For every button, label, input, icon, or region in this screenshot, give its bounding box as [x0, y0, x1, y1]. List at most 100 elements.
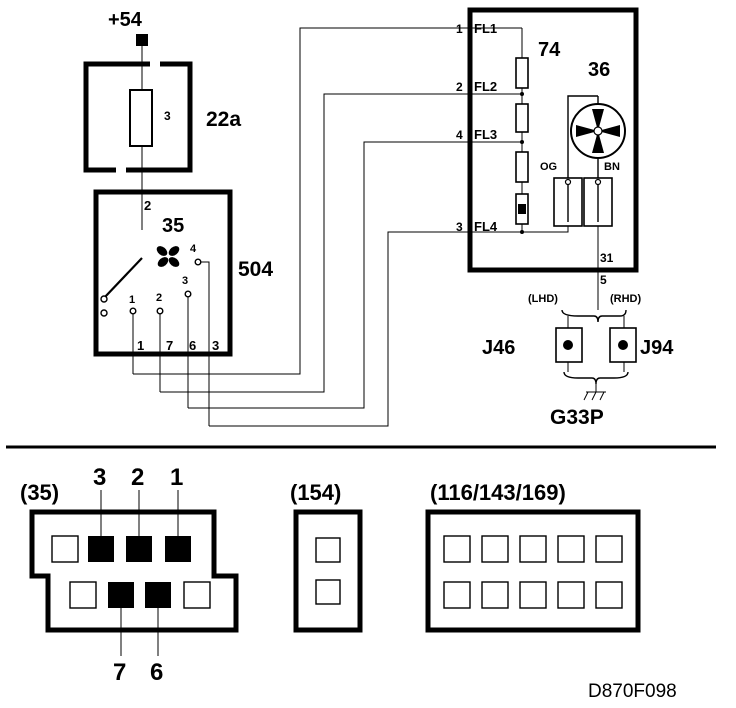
j94-label: J94: [640, 337, 674, 359]
connector-35-terminal: [145, 582, 171, 608]
junction-fl3: [520, 140, 524, 144]
fan-fl2-label: FL2: [474, 79, 497, 94]
wire-fl1: [133, 27, 522, 375]
resistor-2: [515, 103, 529, 133]
connector-35-terminal: [165, 536, 191, 562]
connector-35-cavity: [183, 581, 211, 609]
ground-brace-bottom: [563, 371, 629, 385]
wire-fl2: [160, 93, 522, 393]
ground-hatch: [583, 391, 589, 401]
switch-contact-3: [184, 290, 192, 298]
switch-terminal-3: 3: [212, 338, 219, 353]
fuse-element: [129, 89, 153, 147]
lhd-label: (LHD): [528, 293, 558, 305]
switch-contact-1: [129, 307, 137, 315]
switch-terminal-6: 6: [189, 338, 196, 353]
bn-pin-top: [594, 178, 602, 186]
wire-contact-4: [201, 261, 210, 426]
og-pin-top: [564, 178, 572, 186]
fan-pin-4: 4: [456, 128, 463, 142]
switch-contact-1-label: 1: [129, 294, 135, 306]
wire-fl3: [188, 141, 522, 409]
connector-116-cavity: [519, 581, 547, 609]
fuse-box-outline: [83, 61, 193, 173]
switch-lever: [103, 257, 143, 299]
fan-motor-ref: 36: [588, 59, 610, 81]
connector-116-cavity: [443, 581, 471, 609]
wire-fl4: [209, 231, 522, 427]
switch-box-outline: [93, 189, 233, 357]
connector-154-cavity: [315, 537, 341, 563]
j46-terminal: [563, 340, 573, 350]
fan-unit: 74 36 1 FL1 2 FL2 4 FL3 3 FL4: [456, 7, 639, 273]
fan-fl3-label: FL3: [474, 127, 497, 142]
connector-116-cavity: [481, 581, 509, 609]
switch-ref-label: 504: [238, 258, 273, 281]
connector-154-cavity: [315, 579, 341, 605]
connector-116-cavity: [443, 535, 471, 563]
switch-contact-0: [100, 309, 108, 317]
wire-og-label: OG: [540, 161, 557, 173]
connector-35-cavity: [51, 535, 79, 563]
connector-154-title: (154): [290, 480, 341, 505]
figure-id: D870F098: [588, 681, 677, 702]
switch-contact-4: [194, 258, 202, 266]
fan-pin-2: 2: [456, 80, 463, 94]
ground-point-label: G33P: [550, 406, 604, 429]
rhd-label: (RHD): [610, 293, 641, 305]
switch-component-label: 35: [162, 215, 184, 237]
thermal-fuse-link: [518, 204, 526, 214]
connector-116-cavity: [481, 535, 509, 563]
connector-116-cavity: [557, 581, 585, 609]
ground-hatch: [599, 391, 605, 401]
connector-116-title: (116/143/169): [430, 480, 566, 505]
fuse-ref-label: 22a: [206, 108, 241, 131]
connector-154-housing: [293, 509, 363, 633]
fan-pin-3: 3: [456, 220, 463, 234]
connector-35-pin-3: 3: [93, 464, 106, 491]
connector-35: (35) 3 2 1 7 6: [20, 464, 239, 686]
connector-35-terminal: [126, 536, 152, 562]
connector-35-cavity: [69, 581, 97, 609]
fan-fl1-label: FL1: [474, 21, 497, 36]
fan-fl4-label: FL4: [474, 219, 498, 234]
connector-35-pin-7: 7: [113, 659, 126, 686]
connector-116: (116/143/169): [425, 480, 641, 633]
connector-116-cavity: [557, 535, 585, 563]
ground-brace-top: [561, 309, 627, 323]
ground-wire-label: 5: [600, 273, 607, 287]
connector-116-cavity: [519, 535, 547, 563]
connector-116-cavity: [595, 535, 623, 563]
fuse-box: 3 22a: [83, 61, 241, 173]
connector-35-terminal: [88, 536, 114, 562]
connector-35-title: (35): [20, 480, 59, 505]
j46-label: J46: [482, 337, 515, 359]
junction-fl2: [520, 92, 524, 96]
resistor-3: [515, 151, 529, 183]
switch-top-pin: 2: [144, 198, 151, 213]
fan-icon: [156, 246, 180, 267]
switch-terminal-1: 1: [137, 338, 144, 353]
connector-35-terminal: [108, 582, 134, 608]
switch-contact-4-label: 4: [190, 243, 197, 255]
fan-pin-1: 1: [456, 22, 463, 36]
connector-35-pin-1: 1: [170, 464, 183, 491]
connector-154: (154): [290, 480, 363, 633]
connector-35-pin-2: 2: [131, 464, 144, 491]
switch-contact-2-label: 2: [156, 292, 162, 304]
fan-unit-ref: 74: [538, 39, 561, 61]
resistor-1: [515, 57, 529, 89]
fuse-pin-label: 3: [164, 109, 171, 123]
fan-motor-blades: [576, 109, 620, 153]
switch-terminal-7: 7: [166, 338, 173, 353]
switch-504: 2 35 504 1 2 3 4 1 7 6 3: [93, 189, 273, 357]
motor-wire-og: [567, 95, 598, 180]
connector-35-pin-6: 6: [150, 659, 163, 686]
ground-network: 5 (LHD) (RHD) J46 J94 G33P: [482, 270, 674, 429]
supply-label: +54: [108, 9, 143, 31]
supply-terminal: [136, 34, 148, 46]
j94-terminal: [618, 340, 628, 350]
ground-pin-label: 31: [600, 251, 614, 265]
fan-unit-outline: [467, 7, 639, 273]
